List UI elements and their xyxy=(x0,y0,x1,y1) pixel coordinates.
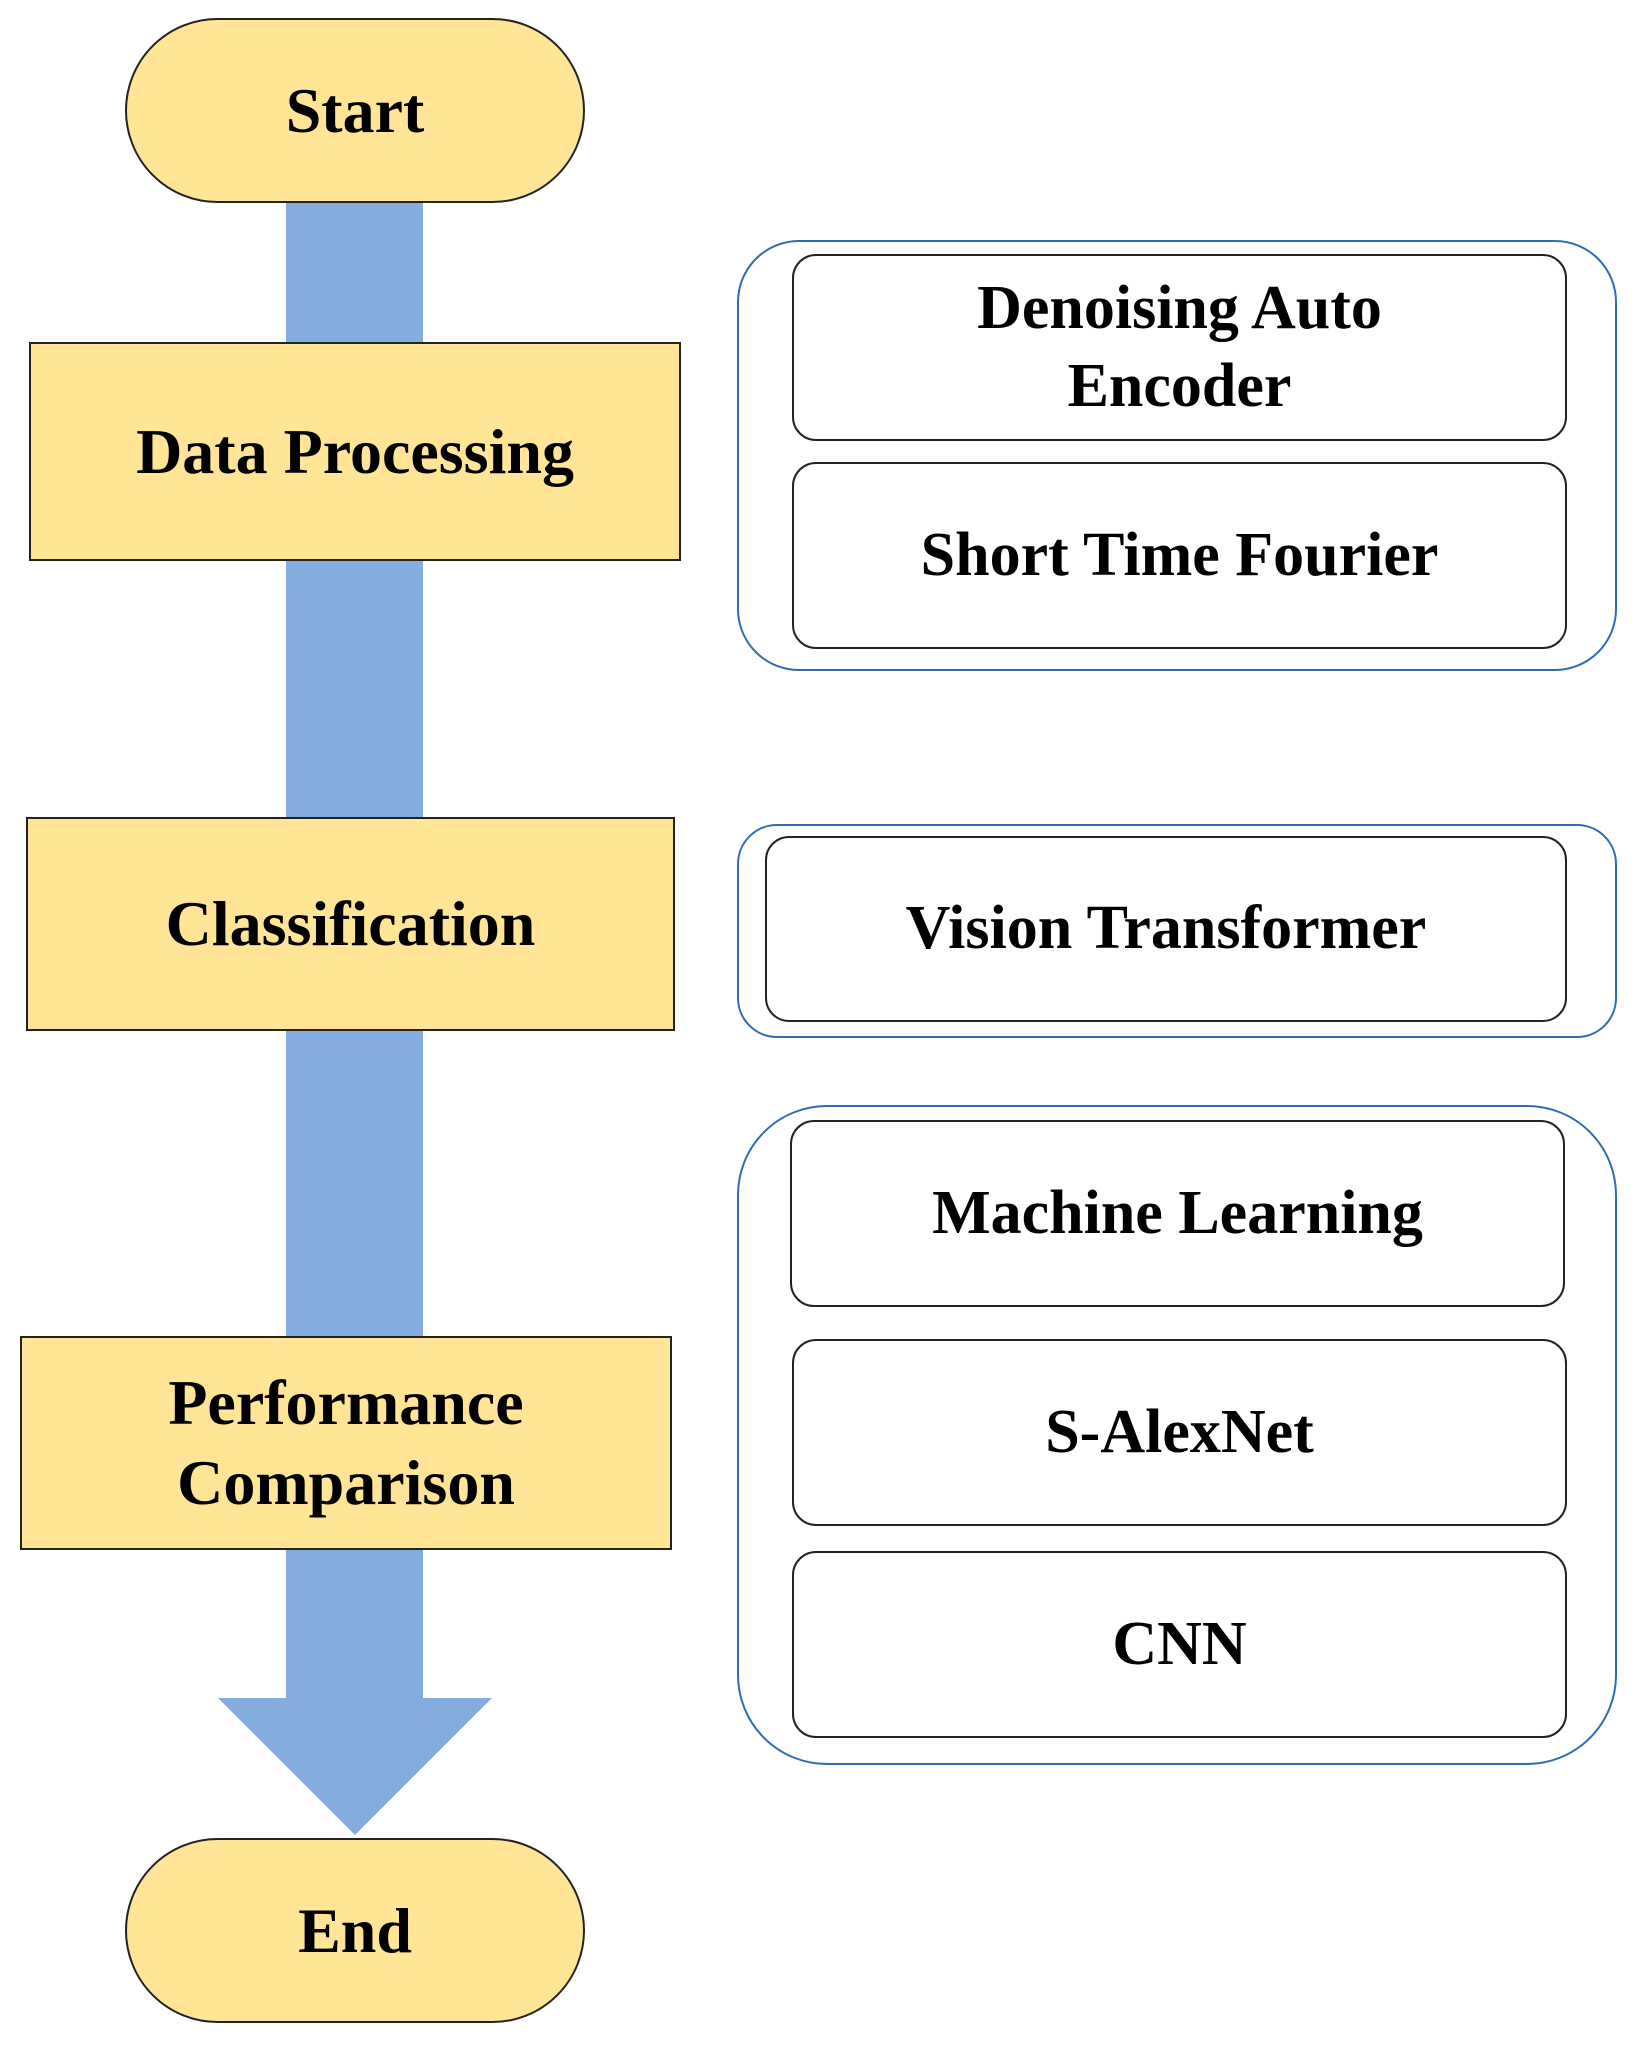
data-processing-methods-group xyxy=(737,240,1617,671)
step-performance-comparison: Performance Comparison xyxy=(20,1336,672,1550)
step-classification: Classification xyxy=(26,817,675,1031)
method-denoising-auto-encoder-label: Denoising Auto Encoder xyxy=(977,274,1382,420)
method-vision-transformer-label: Vision Transformer xyxy=(905,894,1427,963)
method-cnn-label: CNN xyxy=(1112,1609,1247,1678)
method-cnn: CNN xyxy=(792,1551,1567,1738)
method-machine-learning-label: Machine Learning xyxy=(932,1178,1423,1247)
step-classification-label: Classification xyxy=(165,888,536,959)
start-label: Start xyxy=(285,74,425,146)
step-data-processing: Data Processing xyxy=(29,342,681,561)
step-performance-comparison-label: Performance Comparison xyxy=(168,1367,524,1518)
performance-comparison-methods-group xyxy=(737,1105,1617,1765)
start-terminal: Start xyxy=(125,18,585,203)
flow-arrowhead xyxy=(218,1698,492,1835)
end-label: End xyxy=(298,1894,412,1966)
classification-methods-group xyxy=(737,824,1617,1038)
method-machine-learning: Machine Learning xyxy=(790,1120,1565,1307)
method-s-alexnet-label: S-AlexNet xyxy=(1045,1397,1314,1466)
method-short-time-fourier-label: Short Time Fourier xyxy=(920,520,1439,589)
method-denoising-auto-encoder: Denoising Auto Encoder xyxy=(792,254,1567,441)
step-data-processing-label: Data Processing xyxy=(136,415,574,487)
method-short-time-fourier: Short Time Fourier xyxy=(792,462,1567,649)
end-terminal: End xyxy=(125,1838,585,2023)
method-vision-transformer: Vision Transformer xyxy=(765,836,1567,1022)
method-s-alexnet: S-AlexNet xyxy=(792,1339,1567,1526)
